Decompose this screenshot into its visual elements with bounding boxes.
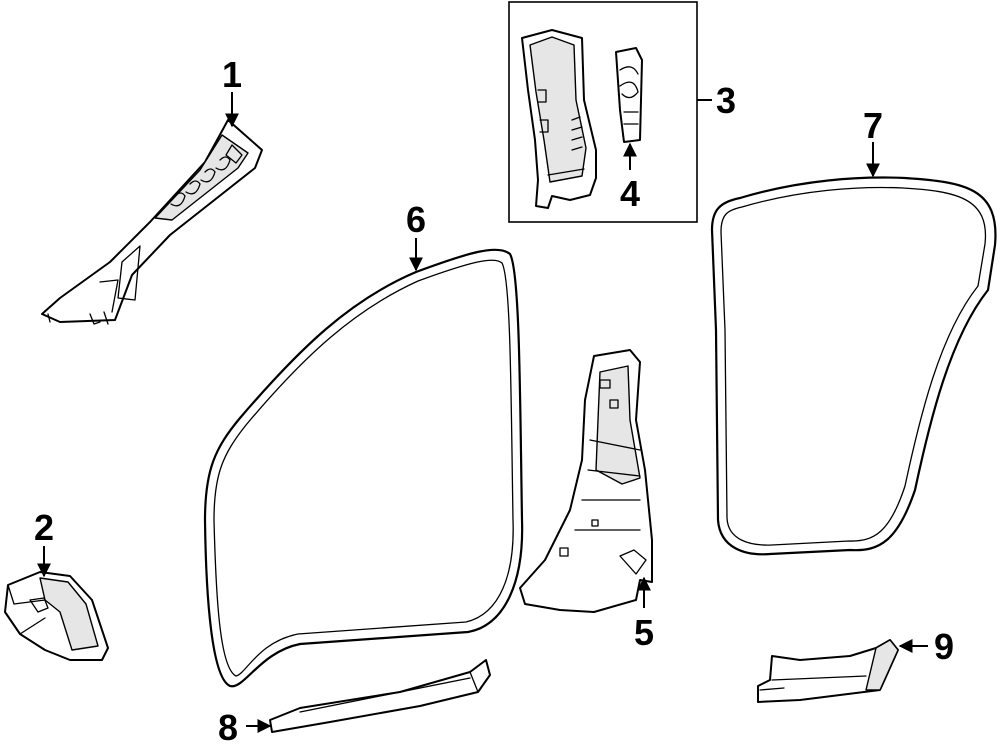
assembly-box-3 — [508, 1, 698, 223]
callout-9: 9 — [934, 626, 954, 667]
callout-6: 6 — [406, 199, 426, 240]
callout-5: 5 — [634, 612, 654, 653]
part-8-front-scuff-plate[interactable] — [269, 659, 491, 733]
callout-7: 7 — [863, 105, 883, 146]
part-6-front-door-weatherstrip[interactable] — [203, 248, 524, 688]
callout-1: 1 — [222, 54, 242, 95]
part-7-rear-door-weatherstrip[interactable] — [710, 176, 997, 556]
callout-4: 4 — [620, 173, 640, 214]
callout-3: 3 — [716, 80, 736, 121]
part-5-b-pillar-lower-trim[interactable] — [519, 349, 653, 613]
part-4-b-pillar-garnish[interactable] — [615, 47, 643, 143]
leaders — [37, 92, 928, 733]
part-3-b-pillar-upper-trim[interactable] — [521, 29, 597, 209]
callout-2: 2 — [34, 507, 54, 548]
part-2-kick-panel[interactable] — [4, 571, 109, 661]
callout-8: 8 — [218, 707, 238, 744]
part-9-rear-scuff-plate[interactable] — [757, 639, 899, 703]
part-1-a-pillar-trim[interactable] — [41, 119, 263, 325]
